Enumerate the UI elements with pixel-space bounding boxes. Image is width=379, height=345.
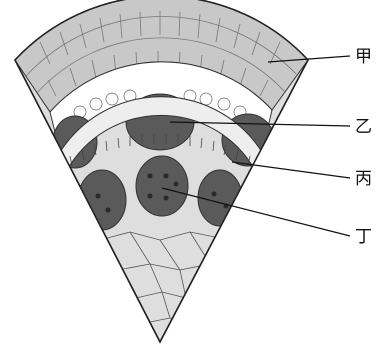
xylem-bundle-left [78, 170, 126, 230]
label-jia: 甲 [355, 47, 372, 67]
label-bing: 丙 [355, 169, 372, 189]
xylem-bundle-center [136, 156, 188, 216]
label-ding: 丁 [355, 227, 372, 247]
label-yi: 乙 [355, 117, 372, 137]
